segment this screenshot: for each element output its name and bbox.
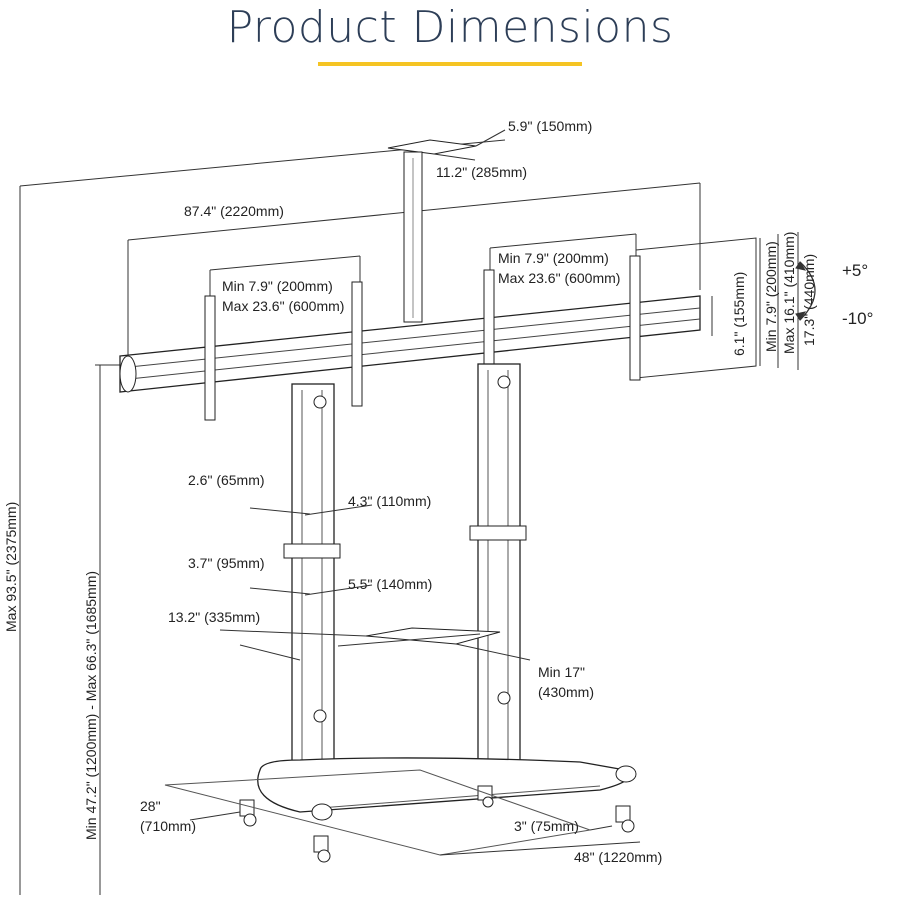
label-pole-3-7: 3.7" (95mm) — [188, 555, 265, 571]
base-frame — [257, 757, 630, 813]
dim-base-width — [439, 841, 641, 856]
collar-right — [469, 525, 527, 541]
dim-vesa-left-line — [209, 255, 361, 271]
dim-base-depth — [189, 811, 241, 821]
dim-plate-depth-tick — [433, 153, 476, 161]
vesa-arm-left-2 — [351, 281, 363, 407]
label-pole-5-5: 5.5" (140mm) — [348, 576, 432, 592]
label-bracket-min: Min 7.9" (200mm) — [763, 241, 779, 352]
caster-front-left — [239, 799, 257, 827]
label-plate-width: 5.9" (150mm) — [508, 118, 592, 134]
label-tilt-up: +5° — [842, 261, 868, 280]
label-overall-width: 87.4" (2220mm) — [184, 203, 284, 219]
label-vesa-left-max: Max 23.6" (600mm) — [222, 298, 344, 314]
vesa-arm-right-2 — [629, 255, 641, 381]
label-bracket-max: Max 16.1" (410mm) — [781, 232, 797, 354]
caster-back-right — [615, 805, 635, 833]
label-vesa-left-min: Min 7.9" (200mm) — [222, 278, 333, 294]
label-base-width: 48" (1220mm) — [574, 849, 662, 865]
label-bar-height: 6.1" (155mm) — [731, 272, 747, 356]
dim-plate-tick — [475, 129, 506, 147]
label-shelf-depth: 13.2" (335mm) — [168, 609, 260, 625]
label-pole-4-3: 4.3" (110mm) — [348, 493, 431, 509]
dim-shelf-width — [455, 643, 531, 661]
collar-left — [283, 543, 341, 559]
label-max-height: Max 93.5" (2375mm) — [3, 502, 19, 632]
label-shelf-min-b: (430mm) — [538, 684, 594, 700]
shelf — [365, 627, 501, 645]
title-underline — [318, 62, 582, 66]
dim-vesa-right-line — [489, 233, 637, 249]
caster-front-right — [313, 835, 331, 863]
label-vesa-right-min: Min 7.9" (200mm) — [498, 250, 609, 266]
dim-pole-1 — [249, 507, 311, 515]
label-caster: 3" (75mm) — [514, 818, 579, 834]
label-shelf-min-a: Min 17" — [538, 664, 585, 680]
tilt-arc — [799, 261, 816, 321]
label-bracket-total: 17.3" (440mm) — [801, 254, 817, 346]
caster-back-mid — [477, 785, 494, 808]
label-pole-2-6: 2.6" (65mm) — [188, 472, 265, 488]
dim-shelf-depth — [219, 629, 367, 637]
label-base-depth-b: (710mm) — [140, 818, 196, 834]
column-left — [291, 383, 335, 785]
label-vesa-right-max: Max 23.6" (600mm) — [498, 270, 620, 286]
label-base-depth-a: 28" — [140, 798, 161, 814]
page-title: Product Dimensions — [226, 2, 674, 53]
dim-pole-2 — [249, 587, 311, 595]
label-tilt-down: -10° — [842, 309, 873, 328]
label-height-range: Min 47.2" (1200mm) - Max 66.3" (1685mm) — [83, 571, 99, 840]
column-right — [477, 363, 521, 765]
vesa-arm-left-1 — [204, 295, 216, 421]
top-plate — [387, 139, 477, 155]
label-plate-depth: 11.2" (285mm) — [436, 164, 527, 180]
